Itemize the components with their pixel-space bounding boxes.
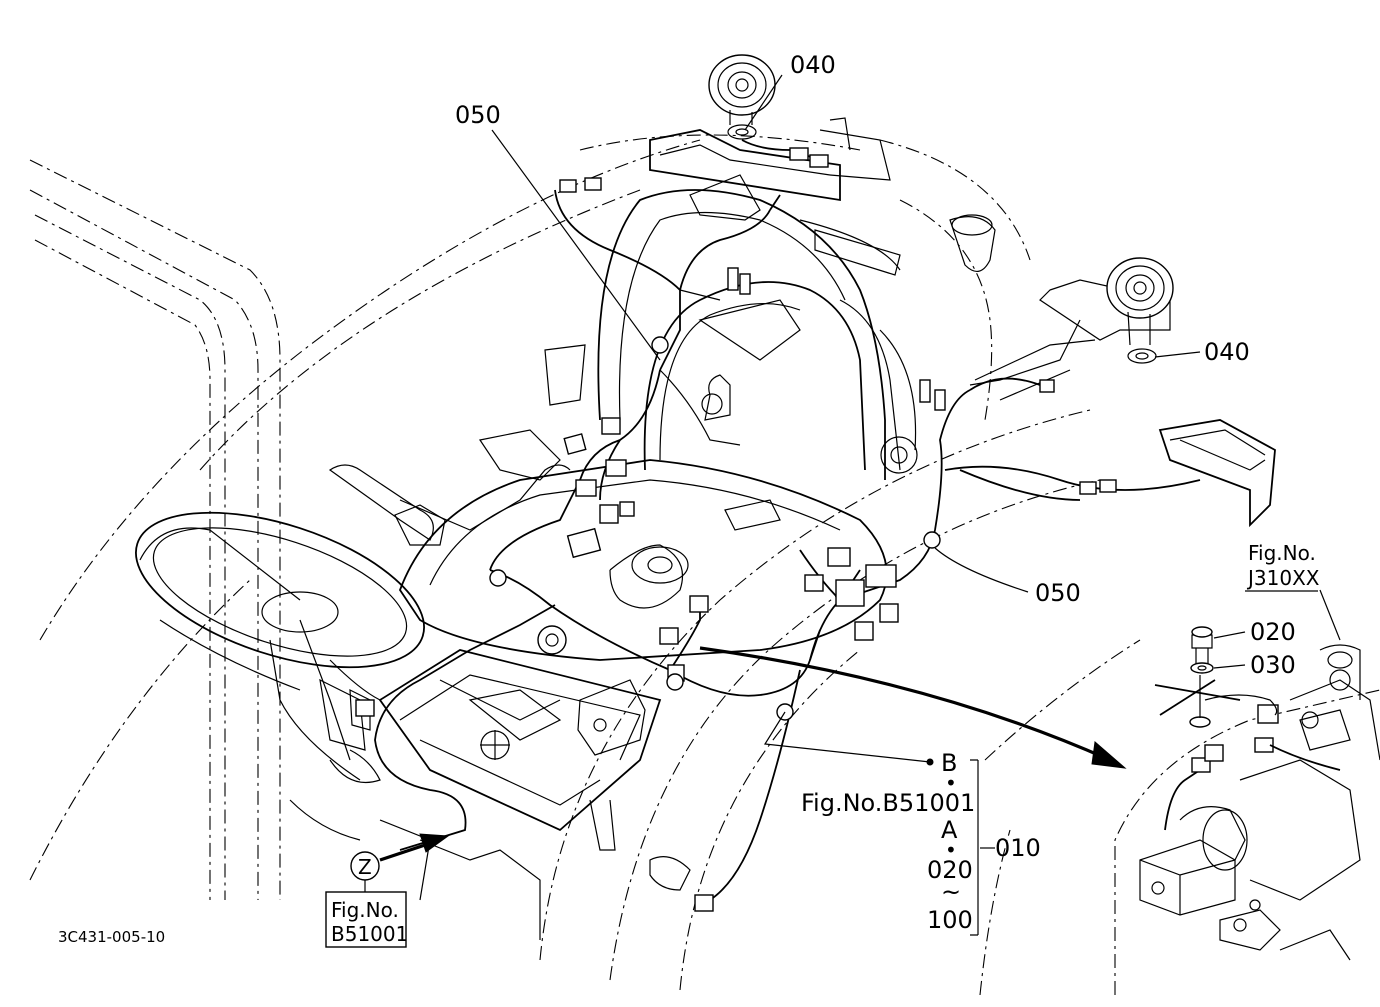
callout-040-top: 040 xyxy=(790,51,836,79)
figno-value-left: B51001 xyxy=(331,922,408,946)
callout-050-right: 050 xyxy=(1035,579,1081,607)
work-lamp-top xyxy=(708,54,776,140)
figno-label-right: Fig.No. xyxy=(1248,541,1316,565)
callout-040-right: 040 xyxy=(1204,338,1250,366)
harness-connectors xyxy=(355,147,1117,912)
wiring-harness-050 xyxy=(374,139,1201,901)
callout-050-top: 050 xyxy=(455,101,501,129)
z-view-arrow xyxy=(379,833,450,862)
detail-arrow xyxy=(699,646,1127,769)
figno-label-left: Fig.No. xyxy=(331,898,399,922)
right-combination-lamp xyxy=(1158,419,1276,528)
steering-wheel xyxy=(135,511,425,781)
ref-range-sep: ~ xyxy=(941,878,961,906)
figno-value-right: J310XX xyxy=(1246,566,1320,590)
work-lamp-right xyxy=(1106,257,1174,364)
callout-labels: 040 040 050 050 020 030 010 B • Fig.No.B… xyxy=(58,51,1320,948)
ref-range-from: 020 xyxy=(927,856,973,884)
leader-lines xyxy=(364,74,1341,936)
control-levers xyxy=(328,344,586,546)
ref-b: B xyxy=(941,749,957,777)
operator-seat xyxy=(398,189,918,661)
drawing-code: 3C431-005-10 xyxy=(58,928,165,946)
z-marker-circle xyxy=(350,851,380,881)
ref-bullet-1: • xyxy=(945,771,957,795)
seat-base-frame xyxy=(289,649,662,940)
ref-a: A xyxy=(941,816,958,844)
ref-bullet-2: • xyxy=(945,838,957,862)
callout-010: 010 xyxy=(995,834,1041,862)
figno-box-left xyxy=(325,891,407,948)
callout-030: 030 xyxy=(1250,651,1296,679)
ref-range-to: 100 xyxy=(927,906,973,934)
z-marker-label: Z xyxy=(358,855,372,879)
background-outlines xyxy=(29,134,1141,996)
rear-fender-top xyxy=(649,117,901,276)
right-lamp-bracket xyxy=(949,214,1171,401)
callout-020: 020 xyxy=(1250,618,1296,646)
ref-fig-b51001-inline: Fig.No.B51001 xyxy=(801,789,975,817)
inset-valve-detail xyxy=(1114,626,1380,995)
